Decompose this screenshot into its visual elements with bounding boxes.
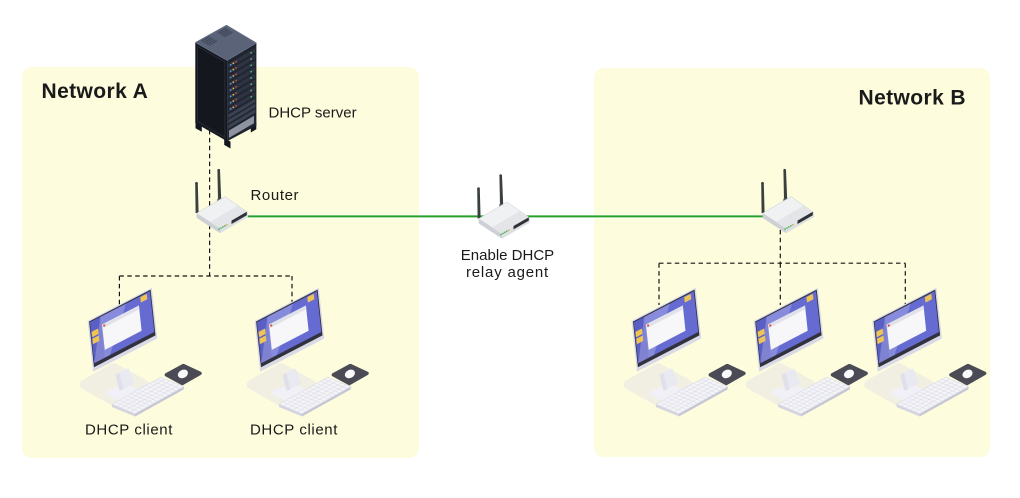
svg-text:Enable DHCP: Enable DHCP <box>461 247 554 264</box>
svg-text:Router: Router <box>251 187 300 204</box>
svg-text:Network B: Network B <box>859 87 966 110</box>
svg-text:DHCP server: DHCP server <box>269 105 357 122</box>
svg-text:relay agent: relay agent <box>466 264 549 281</box>
svg-text:DHCP client: DHCP client <box>250 422 338 439</box>
svg-text:Network A: Network A <box>42 80 149 103</box>
svg-text:DHCP client: DHCP client <box>85 422 173 439</box>
